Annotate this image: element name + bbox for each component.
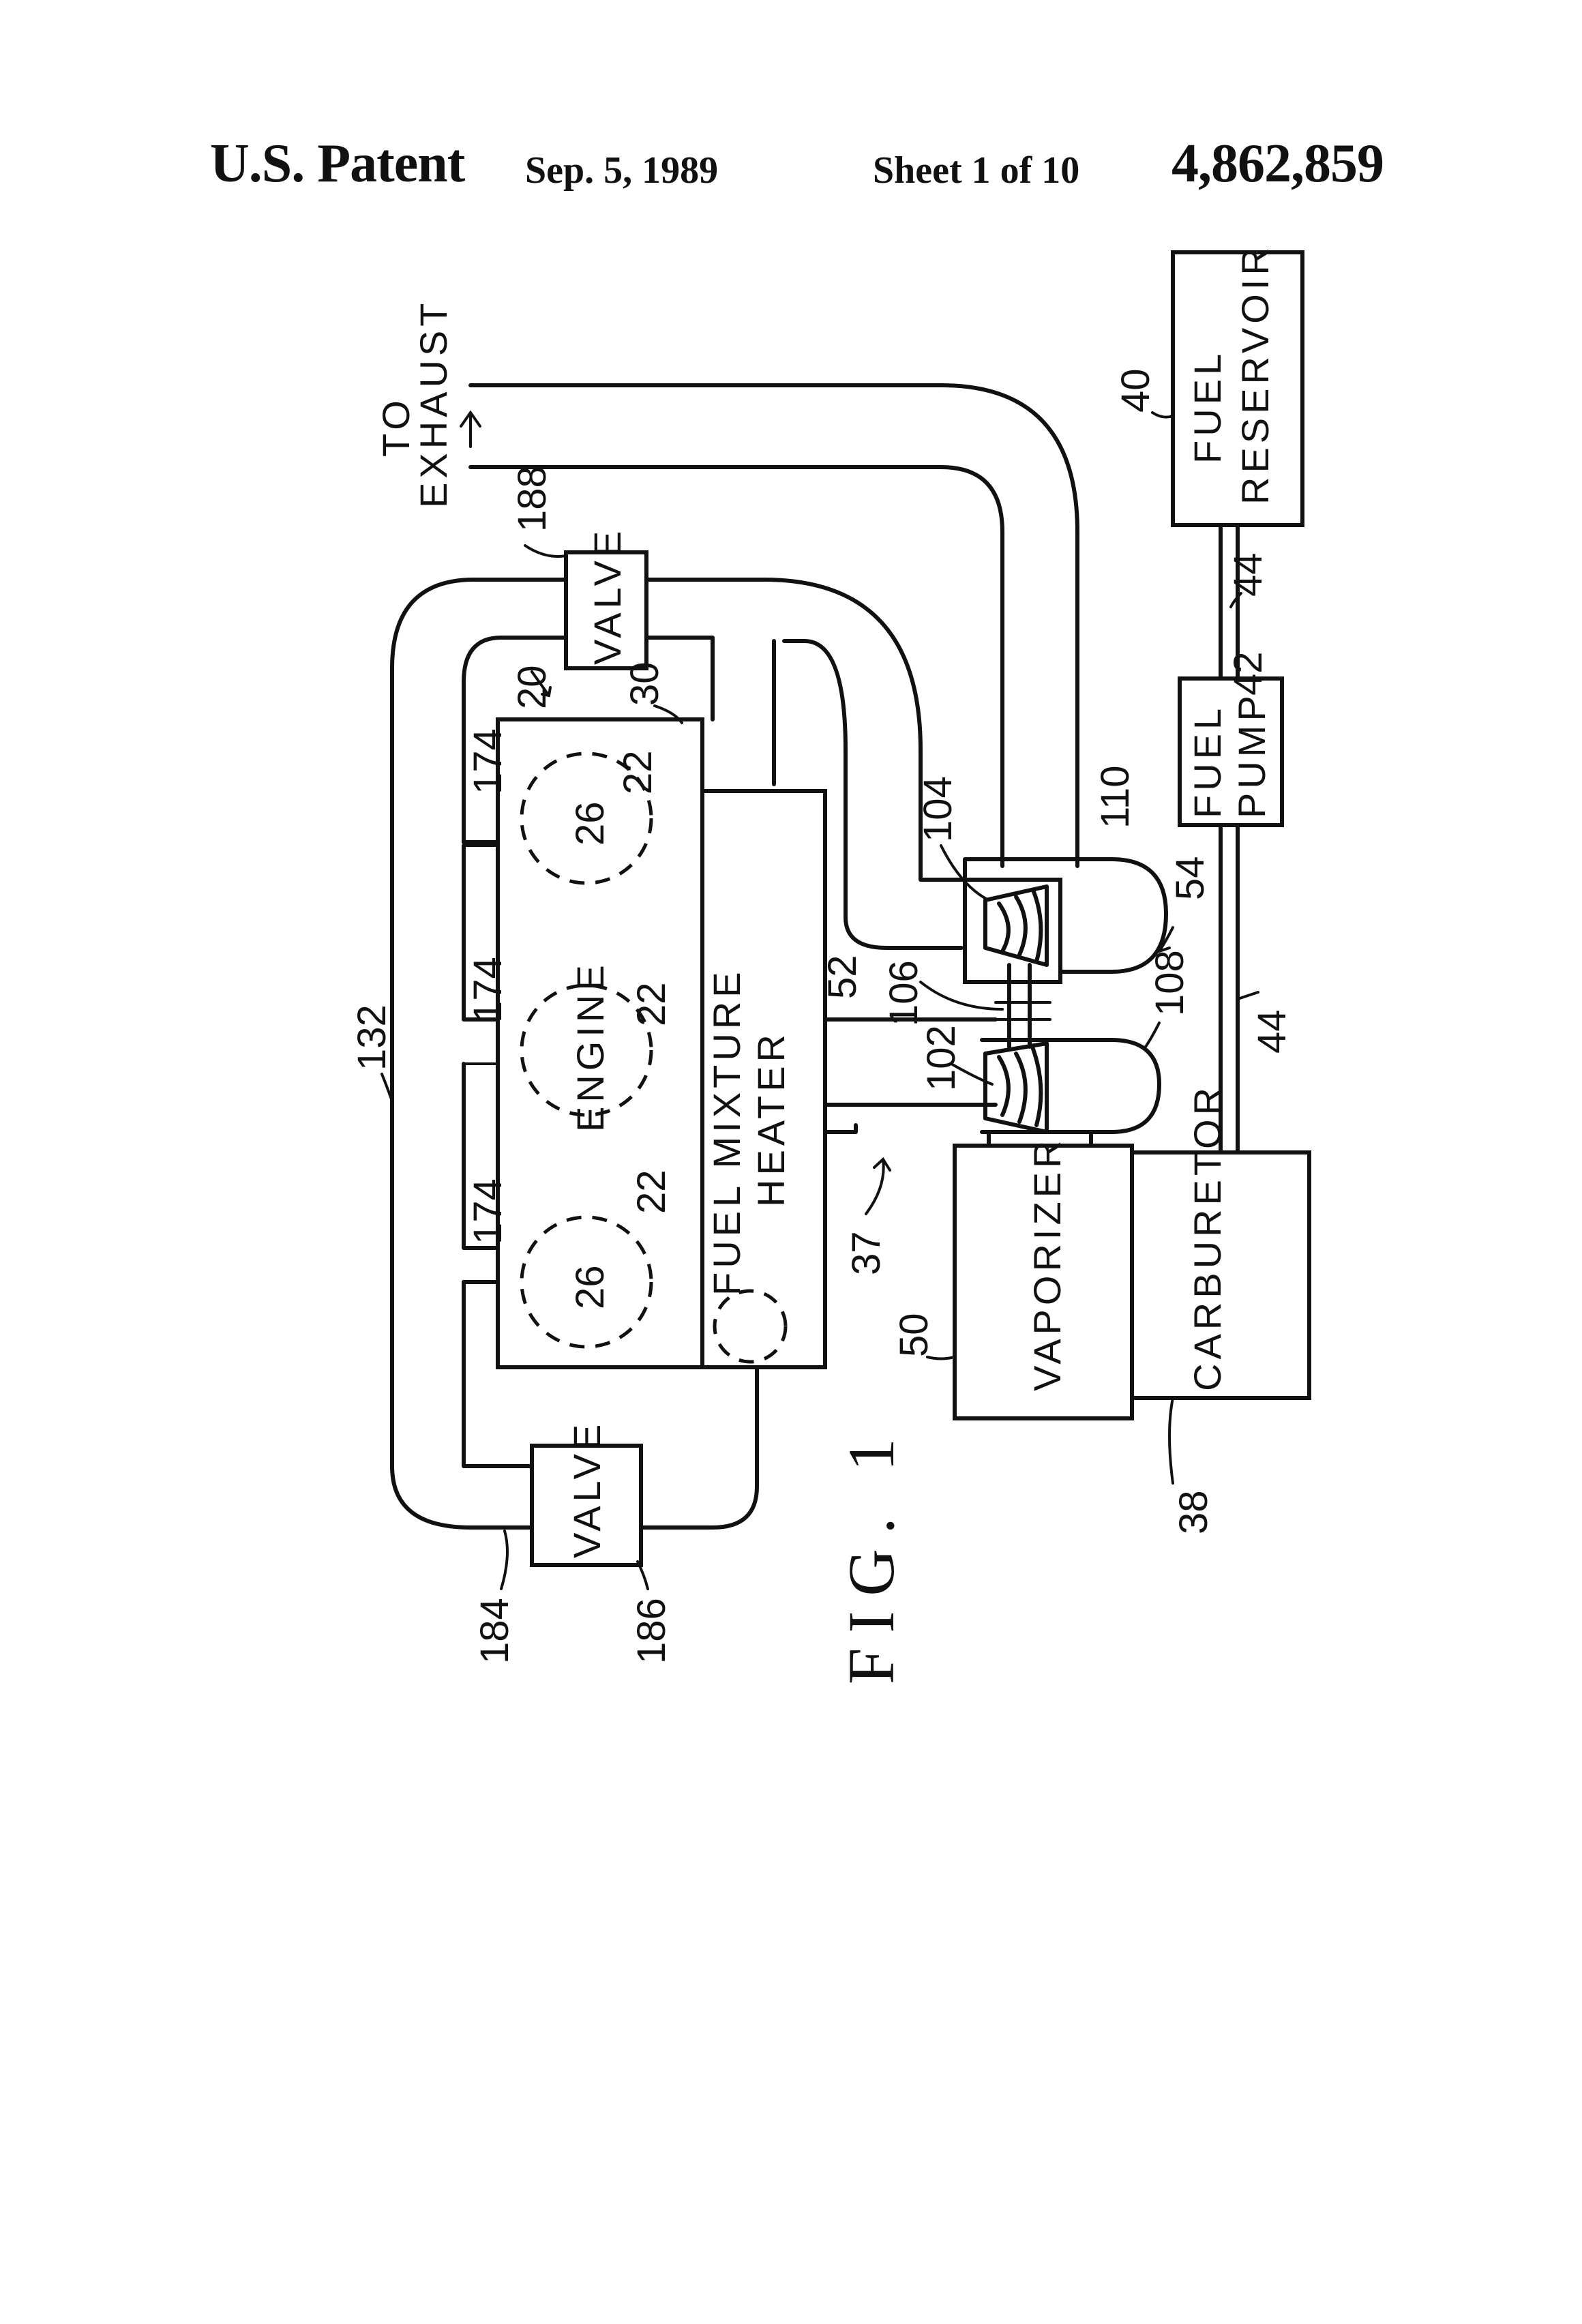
fuel-pump-label-line1: FUEL <box>1186 704 1229 818</box>
ref-44-top: 44 <box>1226 552 1270 597</box>
ref-52: 52 <box>820 955 865 999</box>
ref-26-bottom: 26 <box>568 1265 612 1309</box>
ref-42: 42 <box>1226 651 1270 696</box>
ref-44-bottom: 44 <box>1250 1009 1294 1054</box>
ref-174-middle: 174 <box>466 957 510 1023</box>
leader-37 <box>866 1159 890 1214</box>
leader-184 <box>501 1531 507 1589</box>
ref-54: 54 <box>1168 856 1212 900</box>
figure-caption: FIG. 1 <box>835 1423 908 1684</box>
engine-label: ENGINE <box>569 961 612 1132</box>
compressor-wheel-102 <box>985 1043 1047 1132</box>
leader-44-bottom <box>1238 992 1258 999</box>
ref-102: 102 <box>919 1025 964 1091</box>
leader-108 <box>1146 1023 1159 1047</box>
shaft-bearing <box>996 1002 1050 1019</box>
ref-22-middle: 22 <box>629 982 674 1026</box>
leader-40 <box>1152 413 1173 417</box>
vaporizer-label: VAPORIZER <box>1026 1137 1069 1391</box>
ref-184: 184 <box>473 1598 517 1664</box>
leader-38 <box>1169 1398 1173 1483</box>
ref-106: 106 <box>882 960 926 1026</box>
leader-106 <box>921 982 1002 1009</box>
ref-22-bottom: 22 <box>629 1170 674 1214</box>
heater-label-line1: FUEL MIXTURE <box>705 968 748 1296</box>
exhaust-arrow <box>461 413 480 447</box>
leader-50 <box>927 1357 955 1359</box>
to-label: TO <box>374 396 417 457</box>
heater-label-line2: HEATER <box>749 1030 792 1207</box>
bottom-valve-label: VALVE <box>565 1420 608 1558</box>
fuel-reservoir-label-line2: RESERVOIR <box>1234 243 1277 505</box>
heater-inlet-pipe-37 <box>825 1125 856 1132</box>
leader-188 <box>525 546 566 556</box>
ref-37: 37 <box>844 1231 889 1275</box>
ref-40: 40 <box>1114 368 1158 413</box>
ref-132: 132 <box>350 1004 394 1071</box>
ref-110: 110 <box>1093 766 1137 829</box>
bypass-return-right <box>641 1354 757 1528</box>
ref-174-bottom: 174 <box>466 1178 510 1245</box>
fuel-pump-label-line2: PUMP <box>1230 691 1273 818</box>
ref-38: 38 <box>1171 1490 1216 1534</box>
fuel-reservoir-label-line1: FUEL <box>1186 350 1229 464</box>
top-valve-label: VALVE <box>586 527 629 665</box>
ref-108: 108 <box>1148 950 1192 1016</box>
ref-50: 50 <box>892 1313 936 1357</box>
ref-104: 104 <box>916 776 960 842</box>
ref-30: 30 <box>623 661 667 706</box>
manifold-port-separators <box>464 846 498 1064</box>
ref-26-top: 26 <box>568 801 612 846</box>
ref-22-top: 22 <box>616 750 660 794</box>
ref-188: 188 <box>510 466 554 532</box>
exhaust-label: EXHAUST <box>412 299 455 509</box>
ref-174-top: 174 <box>466 728 510 794</box>
heater-to-compressor-pipe <box>825 1019 996 1105</box>
manifold-port-1 <box>464 801 498 842</box>
ref-186: 186 <box>629 1598 674 1664</box>
